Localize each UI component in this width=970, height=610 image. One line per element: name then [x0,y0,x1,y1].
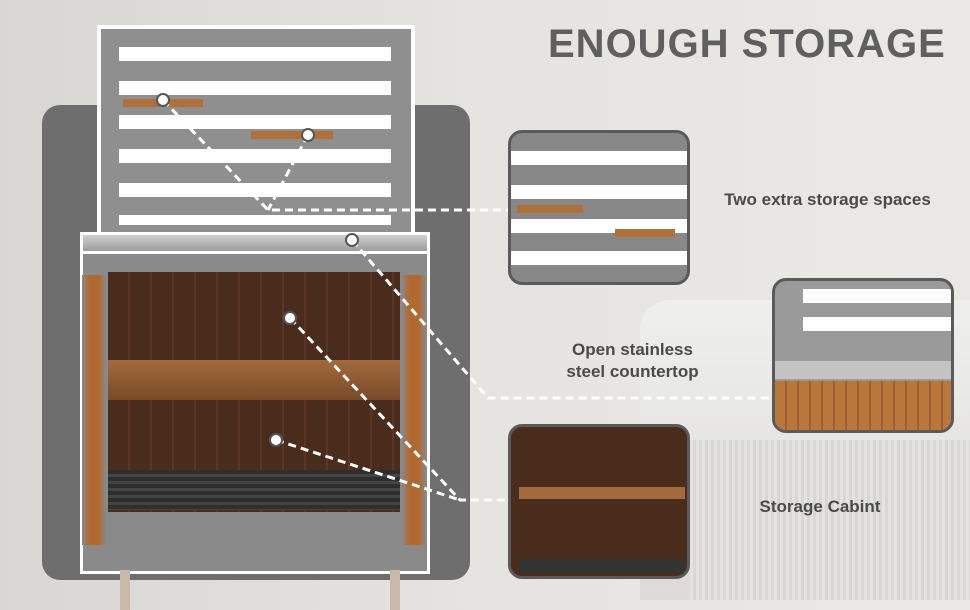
callout-countertop-line1: Open stainless [572,340,693,359]
callout-countertop-line2: steel countertop [566,362,699,381]
callout-extra-storage: Two extra storage spaces [724,190,931,209]
steel-countertop [80,232,430,254]
hanging-shelf [251,131,333,139]
pegboard-back-panel [97,25,415,235]
inset-countertop [772,278,954,433]
cabinet-floor [108,470,400,510]
cabinet-shelf [108,360,400,400]
inset-shelves [508,130,690,285]
callout-cabinet: Storage Cabint [759,497,881,516]
callout-countertop: Open stainless steel countertop [545,339,720,383]
left-door [82,275,106,545]
leg [390,570,400,610]
page-title: ENOUGH STORAGE [548,22,946,66]
leg [120,570,130,610]
inset-cabinet [508,424,690,579]
sofa-cushion [690,440,970,600]
